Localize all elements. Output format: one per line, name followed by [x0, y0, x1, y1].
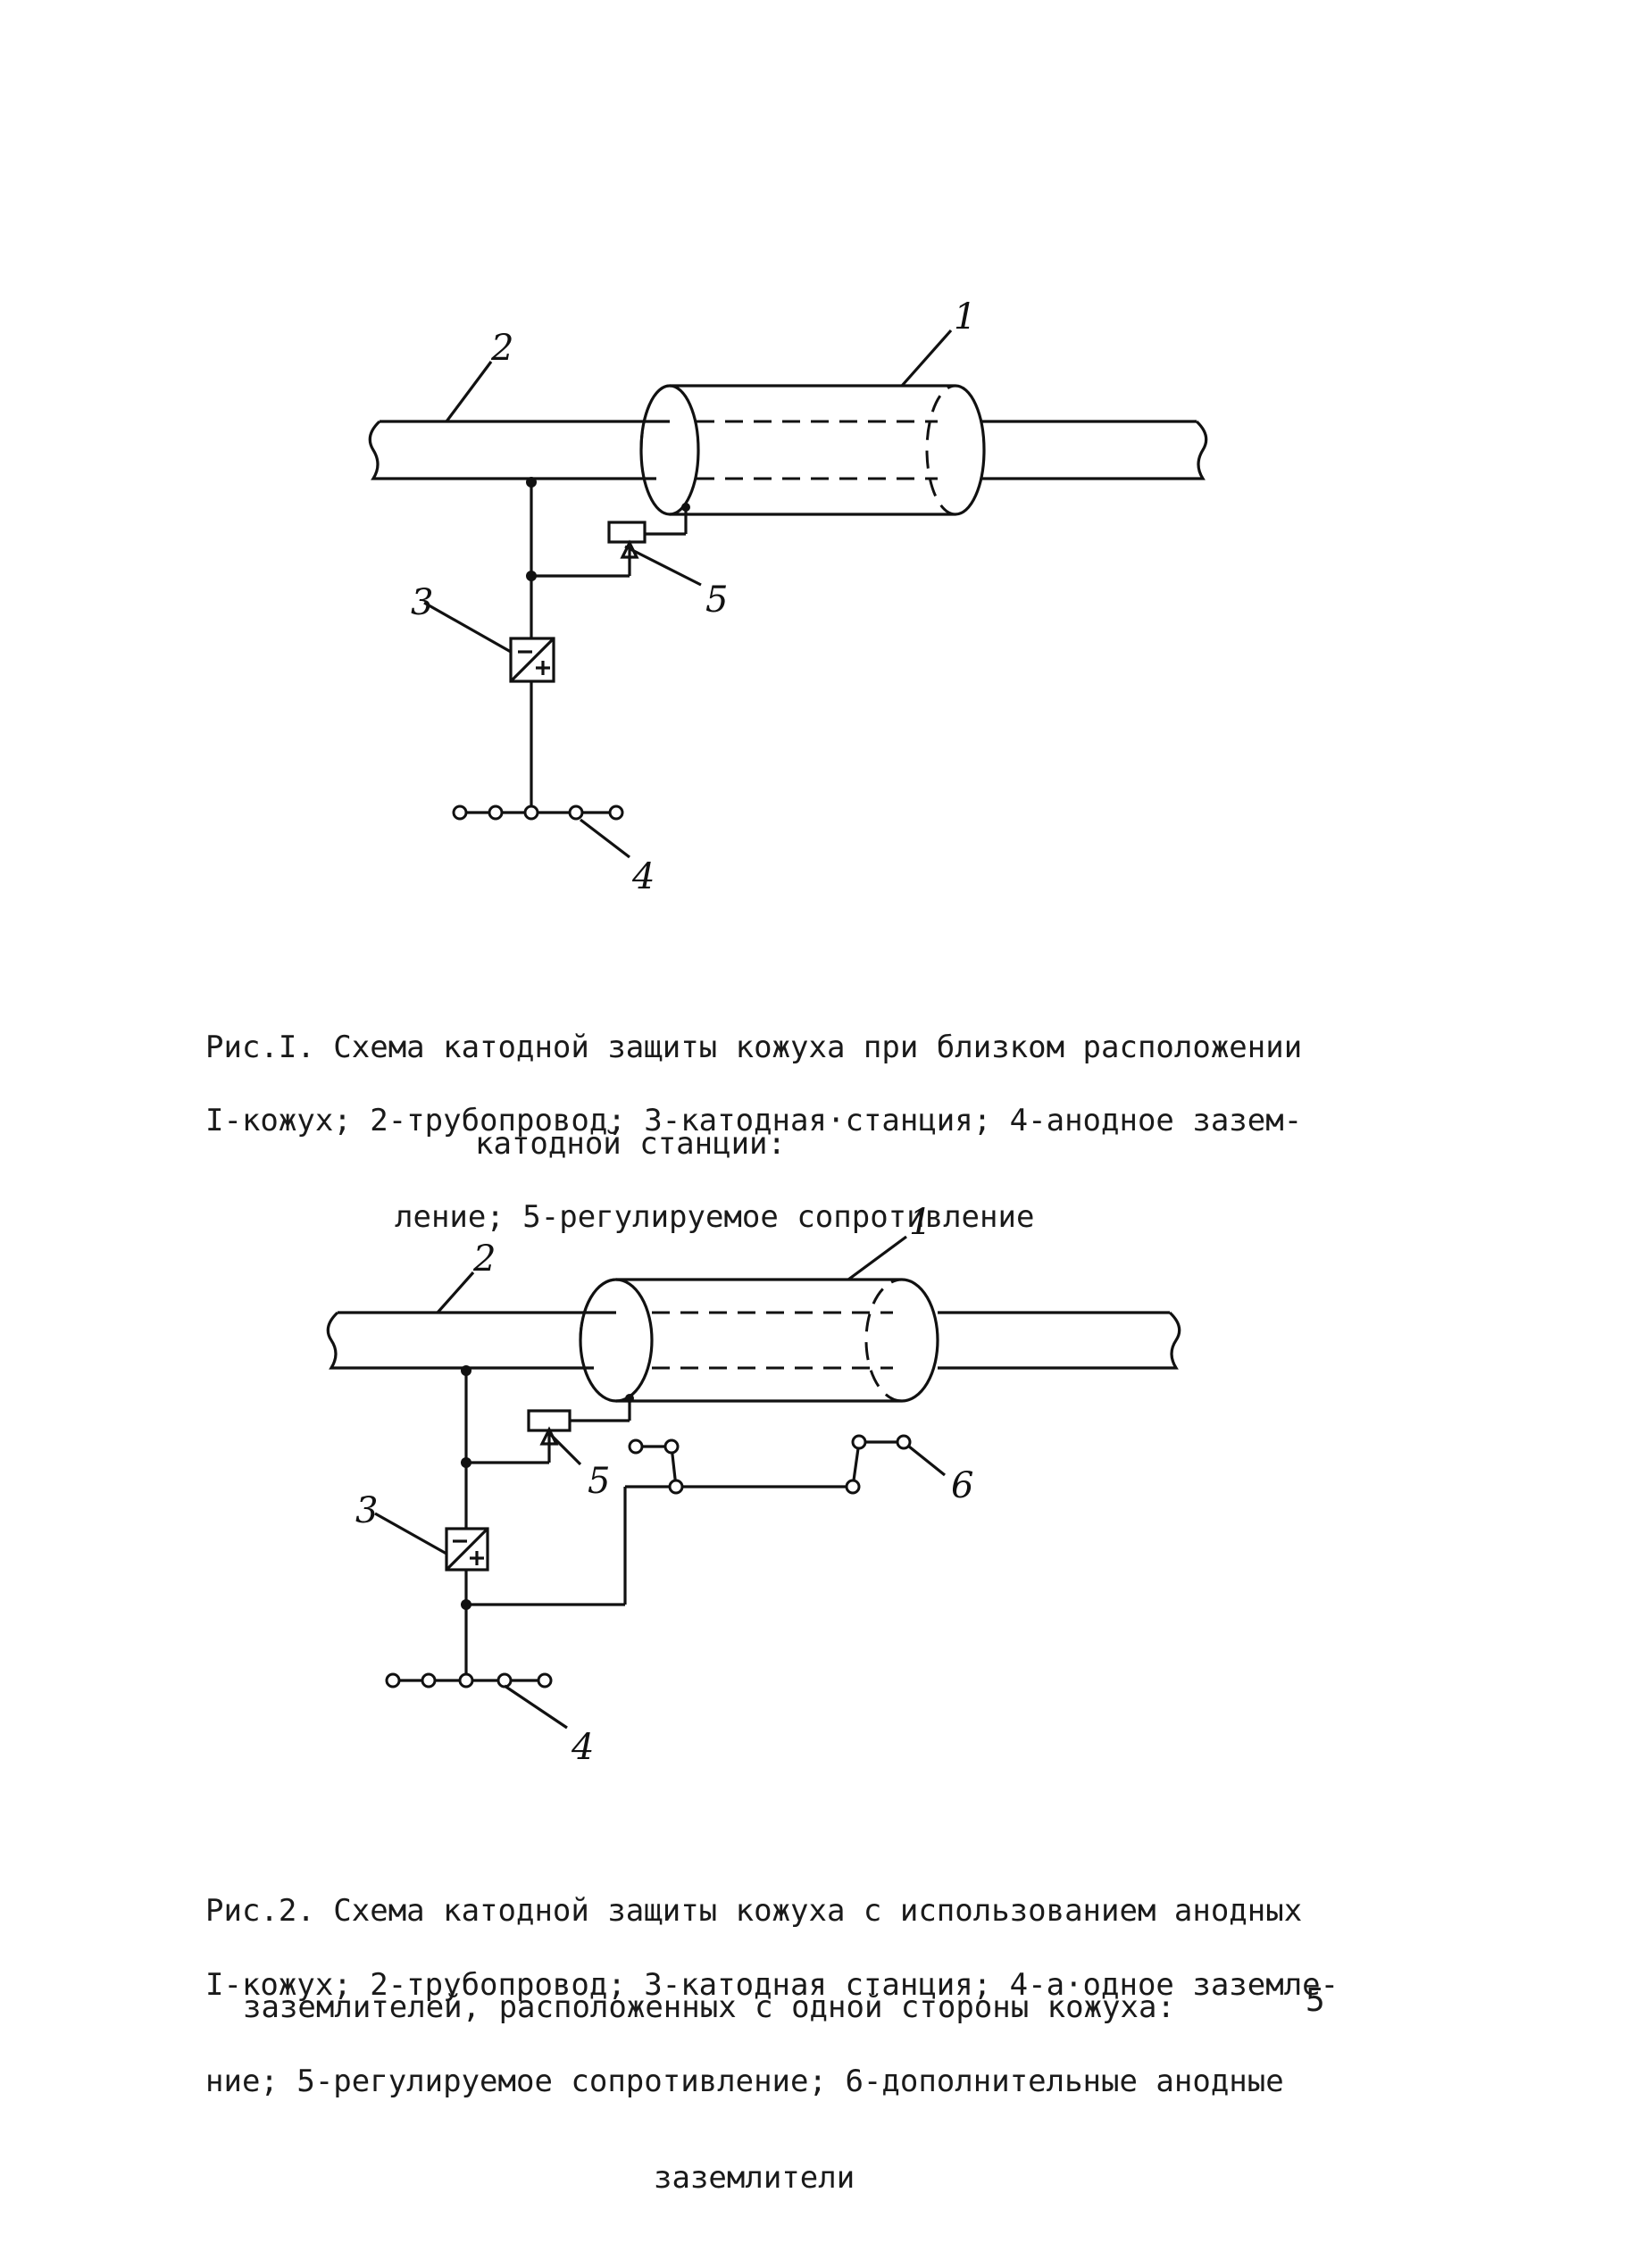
- adjustable-resistor-1: [607, 521, 647, 544]
- legend-2-line-1: I-кожух; 2-трубопровод; 3-катодная станц…: [205, 1967, 1339, 2003]
- adjustable-resistor-2: [527, 1409, 572, 1432]
- caption-2-line-1: Рис.2. Схема катодной защиты кожуха с ис…: [205, 1893, 1303, 1929]
- cathodic-station-2: [445, 1527, 489, 1572]
- caption-1-line-1: Рис.I. Схема катодной защиты кожуха при …: [205, 1030, 1303, 1065]
- legend-1-line-1: I-кожух; 2-трубопровод; 3-катодная·станц…: [205, 1103, 1303, 1138]
- figure-1-diagram: 2 1 5 3 4: [368, 296, 1208, 897]
- figure-1-legend: I-кожух; 2-трубопровод; 3-катодная·станц…: [205, 1036, 1302, 1302]
- label-4: 4: [631, 856, 655, 897]
- legend-1-line-2: ление; 5-регулируемое сопротивление: [395, 1199, 1035, 1235]
- label-4: 4: [571, 1727, 594, 1768]
- casing-1: [639, 384, 986, 516]
- legend-2-line-3: заземлители: [654, 2160, 855, 2196]
- label-3: 3: [411, 582, 433, 623]
- legend-2-line-2: ние; 5-регулируемое сопротивление; 6-доп…: [205, 2064, 1284, 2099]
- anode-ground-1: [452, 805, 624, 821]
- figure-2-legend: I-кожух; 2-трубопровод; 3-катодная станц…: [205, 1900, 1339, 2263]
- label-1: 1: [954, 296, 976, 338]
- callout-leaders-2: [374, 1235, 946, 1730]
- pipeline-1: [368, 420, 1208, 480]
- additional-anode-ground-near: [628, 1438, 684, 1495]
- anode-ground-2: [385, 1672, 553, 1688]
- label-3: 3: [355, 1490, 378, 1531]
- label-2: 2: [490, 328, 513, 369]
- circuit-wiring-2: [461, 1365, 861, 1680]
- additional-anode-ground-far: [845, 1434, 912, 1495]
- label-5: 5: [705, 580, 728, 621]
- label-6: 6: [951, 1465, 973, 1506]
- label-5: 5: [588, 1461, 610, 1502]
- figure-2-caption: Рис.2. Схема катодной защиты кожуха с ис…: [205, 1826, 1302, 2092]
- page-number: 5: [1306, 1982, 1325, 2019]
- figure-1-caption: Рис.I. Схема катодной защиты кожуха при …: [205, 963, 1302, 1229]
- cathodic-station-1: [509, 637, 555, 683]
- caption-1-line-2: катодной станции:: [475, 1126, 786, 1162]
- pipeline-2: [326, 1311, 1181, 1370]
- caption-2-line-2: заземлителей, расположенных с одной стор…: [243, 1989, 1175, 2025]
- callout-leaders-1: [423, 329, 953, 859]
